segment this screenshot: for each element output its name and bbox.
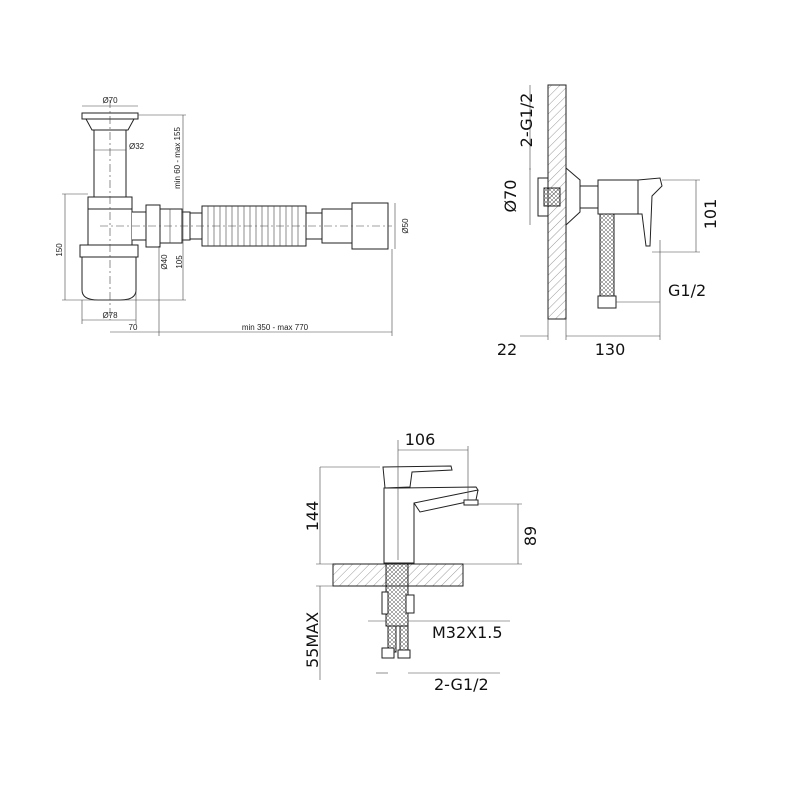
shower-hose: [599, 213, 615, 297]
dim-mixer-connection: 2-G1/2: [517, 93, 536, 148]
dim-outlet-dia: Ø40: [160, 254, 169, 270]
dim-bottom-dia: Ø78: [102, 311, 118, 320]
dim-mixer-depth: 130: [595, 340, 626, 359]
dim-outlet-height: 105: [175, 255, 184, 269]
shower-mixer-drawing: 2-G1/2 Ø70 101 G1/2 22 130: [497, 84, 720, 359]
dim-spout-height: 89: [521, 526, 540, 546]
dim-below-max: 55MAX: [303, 612, 322, 668]
mounting-rod: [385, 563, 409, 627]
dim-connection: 2-G1/2: [434, 675, 489, 694]
dim-length-range: min 350 - max 770: [242, 323, 309, 332]
siphon-drawing: Ø70 Ø32 min 60 - max 155 150 Ø40 105 Ø50…: [55, 96, 410, 336]
dim-mixer-outlet: G1/2: [668, 281, 706, 300]
mixer-lever: [637, 177, 663, 247]
dim-wall-thickness: 22: [497, 340, 517, 359]
dim-height-range: min 60 - max 155: [173, 127, 182, 189]
mixer-body: [597, 179, 639, 215]
dim-mixer-height: 101: [701, 199, 720, 230]
dim-siphon-height: 150: [55, 243, 64, 257]
dim-mixer-flange-dia: Ø70: [501, 180, 520, 213]
dim-siphon-top-dia: Ø70: [102, 96, 118, 105]
dim-faucet-reach: 106: [405, 430, 436, 449]
dim-end-dia: Ø50: [401, 218, 410, 234]
supply-hose: [399, 625, 409, 653]
faucet-handle: [382, 465, 453, 489]
mixer-flange: [565, 166, 581, 227]
dim-offset: 70: [129, 323, 138, 332]
dim-siphon-pipe-dia: Ø32: [129, 142, 145, 151]
dim-thread: M32X1.5: [432, 623, 503, 642]
faucet-body: [383, 486, 479, 564]
basin-faucet-drawing: 106 144 89 55MAX M32X1.5 2-G1/2: [303, 430, 540, 694]
dim-faucet-height: 144: [303, 501, 322, 532]
siphon-cup: [81, 256, 137, 301]
